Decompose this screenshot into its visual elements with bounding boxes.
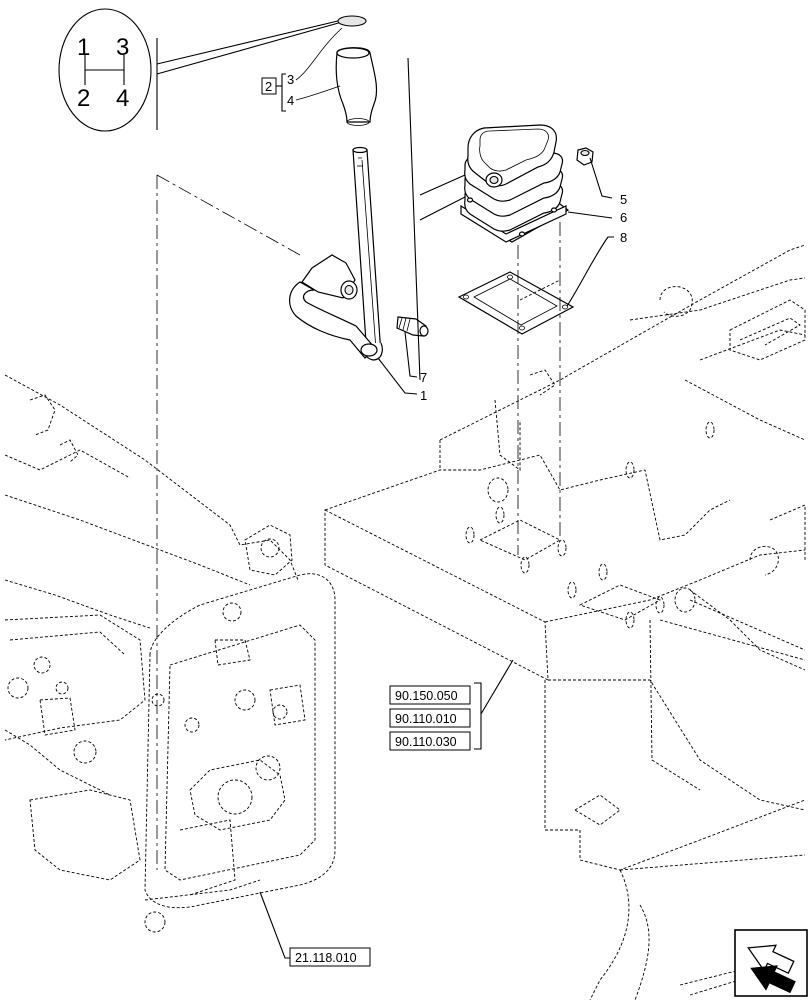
gear-label-3: 3 [116, 34, 129, 61]
callout-3: 3 [287, 72, 294, 87]
nut [576, 147, 594, 166]
reference-box-group: 90.150.050 90.110.010 90.110.030 [389, 659, 514, 751]
callout-4: 4 [287, 93, 294, 108]
callout-1: 1 [420, 388, 427, 403]
gear-pattern-diagram: 1 3 2 4 [58, 8, 152, 132]
reference-label-3[interactable]: 90.110.030 [395, 735, 457, 749]
gear-label-4: 4 [116, 85, 129, 112]
lever-base [289, 254, 378, 359]
transmission-housing [4, 374, 336, 933]
reference-box-4[interactable] [289, 947, 371, 967]
shift-knob-cap [337, 15, 367, 27]
pattern-leader [156, 19, 343, 130]
callout-5: 5 [620, 192, 627, 207]
cab-floor [324, 244, 806, 1000]
reference-label-1[interactable]: 90.150.050 [395, 689, 458, 703]
gear-lever [352, 146, 383, 361]
gear-label-1: 1 [77, 34, 90, 61]
assembly-centerlines [156, 174, 561, 870]
next-page-arrow-icon[interactable] [734, 929, 808, 1000]
shift-knob [335, 47, 378, 126]
callout-6: 6 [620, 210, 627, 225]
callout-leaders [377, 57, 614, 395]
callout-8: 8 [620, 230, 627, 245]
reference-box-1[interactable] [389, 685, 471, 705]
gasket [457, 271, 575, 335]
reference-box-housing: 21.118.010 [259, 891, 371, 967]
callout-7: 7 [420, 370, 427, 385]
kit-bracket: 2 3 4 [261, 27, 343, 112]
rubber-boot [460, 124, 570, 243]
reference-box-2[interactable] [389, 708, 471, 728]
kit-reference-label: 2 [265, 79, 272, 94]
reference-label-2[interactable]: 90.110.010 [395, 712, 457, 726]
reference-box-3[interactable] [389, 731, 471, 751]
reference-label-4[interactable]: 21.118.010 [295, 951, 357, 965]
screw [396, 316, 429, 337]
gear-label-2: 2 [77, 85, 90, 112]
